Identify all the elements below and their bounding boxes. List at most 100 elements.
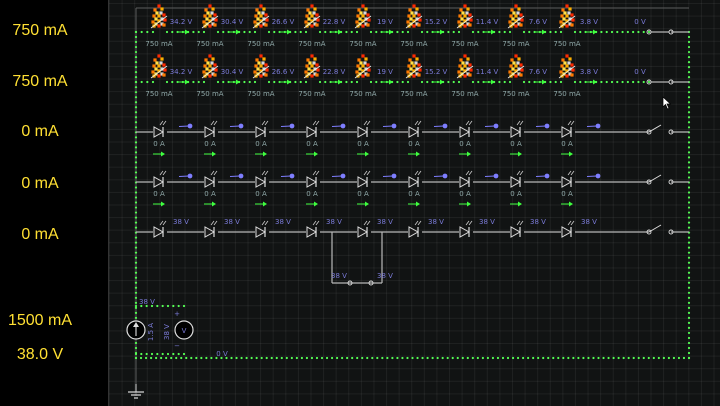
row5-voltage-label-4: 38 V bbox=[326, 218, 342, 226]
row1-voltage-label-5: 19 V bbox=[377, 18, 393, 26]
row1-current-label-4: 750 mA bbox=[298, 40, 325, 48]
row3-electron-1 bbox=[178, 123, 193, 129]
row5-voltage-label-7: 38 V bbox=[479, 218, 495, 226]
row1-wire-seg1 bbox=[134, 30, 155, 34]
row4-led-7 bbox=[459, 170, 473, 188]
row2-burning-led-2 bbox=[201, 54, 219, 79]
row1-burning-led-5 bbox=[354, 4, 372, 29]
row3-electron-3 bbox=[280, 123, 295, 129]
row1-voltage-label-8: 7.6 V bbox=[529, 18, 547, 26]
row4-switch bbox=[646, 174, 674, 185]
row5-led-3 bbox=[255, 220, 269, 238]
row4-current-label-4: 0 A bbox=[306, 190, 318, 198]
row1-current-arrow-8 bbox=[534, 29, 546, 35]
row3-current-label-2: 0 A bbox=[204, 140, 216, 148]
row2-wire-seg7 bbox=[420, 80, 461, 84]
row2-burning-led-5 bbox=[354, 54, 372, 79]
row1-voltage-label-10: 0 V bbox=[634, 18, 646, 26]
row2-current-arrow-3 bbox=[279, 79, 291, 85]
row5-led-8 bbox=[510, 220, 524, 238]
row5-voltage-label-2: 38 V bbox=[224, 218, 240, 226]
row1-burning-led-4 bbox=[303, 4, 321, 29]
row5-voltage-label-1: 38 V bbox=[173, 218, 189, 226]
row3-current-arrow-3 bbox=[255, 151, 267, 157]
row1-current-arrow-3 bbox=[279, 29, 291, 35]
loop-switch-pin-b bbox=[368, 280, 374, 286]
row3-led-2 bbox=[204, 120, 218, 138]
row3-current-arrow-1 bbox=[153, 151, 165, 157]
row1-voltage-label-7: 11.4 V bbox=[476, 18, 499, 26]
row4-electron-8 bbox=[535, 173, 550, 179]
row5-voltage-label-8: 38 V bbox=[530, 218, 546, 226]
row5-led-4 bbox=[306, 220, 320, 238]
row5-voltage-label-5: 38 V bbox=[377, 218, 393, 226]
row2-current-label-9: 750 mA bbox=[553, 90, 580, 98]
row1-current-arrow-2 bbox=[228, 29, 240, 35]
row1-voltage-label-6: 15.2 V bbox=[425, 18, 448, 26]
row3-electron-9 bbox=[586, 123, 601, 129]
row4-led-6 bbox=[408, 170, 422, 188]
row4-electron-5 bbox=[382, 173, 397, 179]
row4-electron-7 bbox=[484, 173, 499, 179]
row4-current-label-5: 0 A bbox=[357, 190, 369, 198]
row4-led-5 bbox=[357, 170, 371, 188]
source-top-voltage-label: 38 V bbox=[139, 298, 155, 306]
row1-voltage-label-9: 3.8 V bbox=[580, 18, 598, 26]
row1-current-label-6: 750 mA bbox=[400, 40, 427, 48]
row1-current-arrow-6 bbox=[432, 29, 444, 35]
row2-burning-led-4 bbox=[303, 54, 321, 79]
row4-led-1 bbox=[153, 170, 167, 188]
row3-led-1 bbox=[153, 120, 167, 138]
row4-electron-9 bbox=[586, 173, 601, 179]
voltmeter-plus-sign: + bbox=[174, 310, 180, 318]
row2-voltage-label-10: 0 V bbox=[634, 68, 646, 76]
row3-current-arrow-6 bbox=[408, 151, 420, 157]
row2-current-arrow-1 bbox=[177, 79, 189, 85]
row4-current-arrow-9 bbox=[561, 201, 573, 207]
row1-current-arrow-9 bbox=[585, 29, 597, 35]
row1-switch bbox=[646, 29, 674, 35]
row5-led-1 bbox=[153, 220, 167, 238]
row3-current-arrow-9 bbox=[561, 151, 573, 157]
row3-electron-2 bbox=[229, 123, 244, 129]
row4-electron-2 bbox=[229, 173, 244, 179]
row4-led-8 bbox=[510, 170, 524, 188]
row3-electron-8 bbox=[535, 123, 550, 129]
row2-current-arrow-6 bbox=[432, 79, 444, 85]
voltmeter-value-label: 38 V bbox=[163, 324, 171, 340]
row1-burning-led-7 bbox=[456, 4, 474, 29]
row1-current-label-8: 750 mA bbox=[502, 40, 529, 48]
row4-led-4 bbox=[306, 170, 320, 188]
row3-electron-6 bbox=[433, 123, 448, 129]
row1-voltage-label-3: 26.6 V bbox=[272, 18, 295, 26]
row3-led-3 bbox=[255, 120, 269, 138]
row2-voltage-label-4: 22.8 V bbox=[323, 68, 346, 76]
row2-voltage-label-8: 7.6 V bbox=[529, 68, 547, 76]
loop-voltage-label-1: 38 V bbox=[331, 272, 347, 280]
row2-voltage-label-1: 34.2 V bbox=[170, 68, 193, 76]
source-top-wire bbox=[134, 304, 186, 308]
row1-voltage-label-1: 34.2 V bbox=[170, 18, 193, 26]
source-voltage-readout: 38.0 V bbox=[16, 346, 64, 363]
row4-led-9 bbox=[561, 170, 575, 188]
row4-electron-3 bbox=[280, 173, 295, 179]
row1-burning-led-8 bbox=[507, 4, 525, 29]
row3-current-arrow-5 bbox=[357, 151, 369, 157]
row1-current-arrow-1 bbox=[177, 29, 189, 35]
row3-current-label-1: 0 A bbox=[153, 140, 165, 148]
row2-current-arrow-7 bbox=[483, 79, 495, 85]
row2-voltage-label-9: 3.8 V bbox=[580, 68, 598, 76]
row4-current-arrow-7 bbox=[459, 201, 471, 207]
voltmeter-minus-sign: − bbox=[174, 342, 180, 350]
row4-current-label-2: 0 A bbox=[204, 190, 216, 198]
row2-voltage-label-3: 26.6 V bbox=[272, 68, 295, 76]
row1-current-label-5: 750 mA bbox=[349, 40, 376, 48]
row3-current-arrow-4 bbox=[306, 151, 318, 157]
row2-current-arrow-5 bbox=[381, 79, 393, 85]
row1-current-label-7: 750 mA bbox=[451, 40, 478, 48]
row3-led-9 bbox=[561, 120, 575, 138]
row2-burning-led-9 bbox=[558, 54, 576, 79]
row1-current-label-9: 750 mA bbox=[553, 40, 580, 48]
